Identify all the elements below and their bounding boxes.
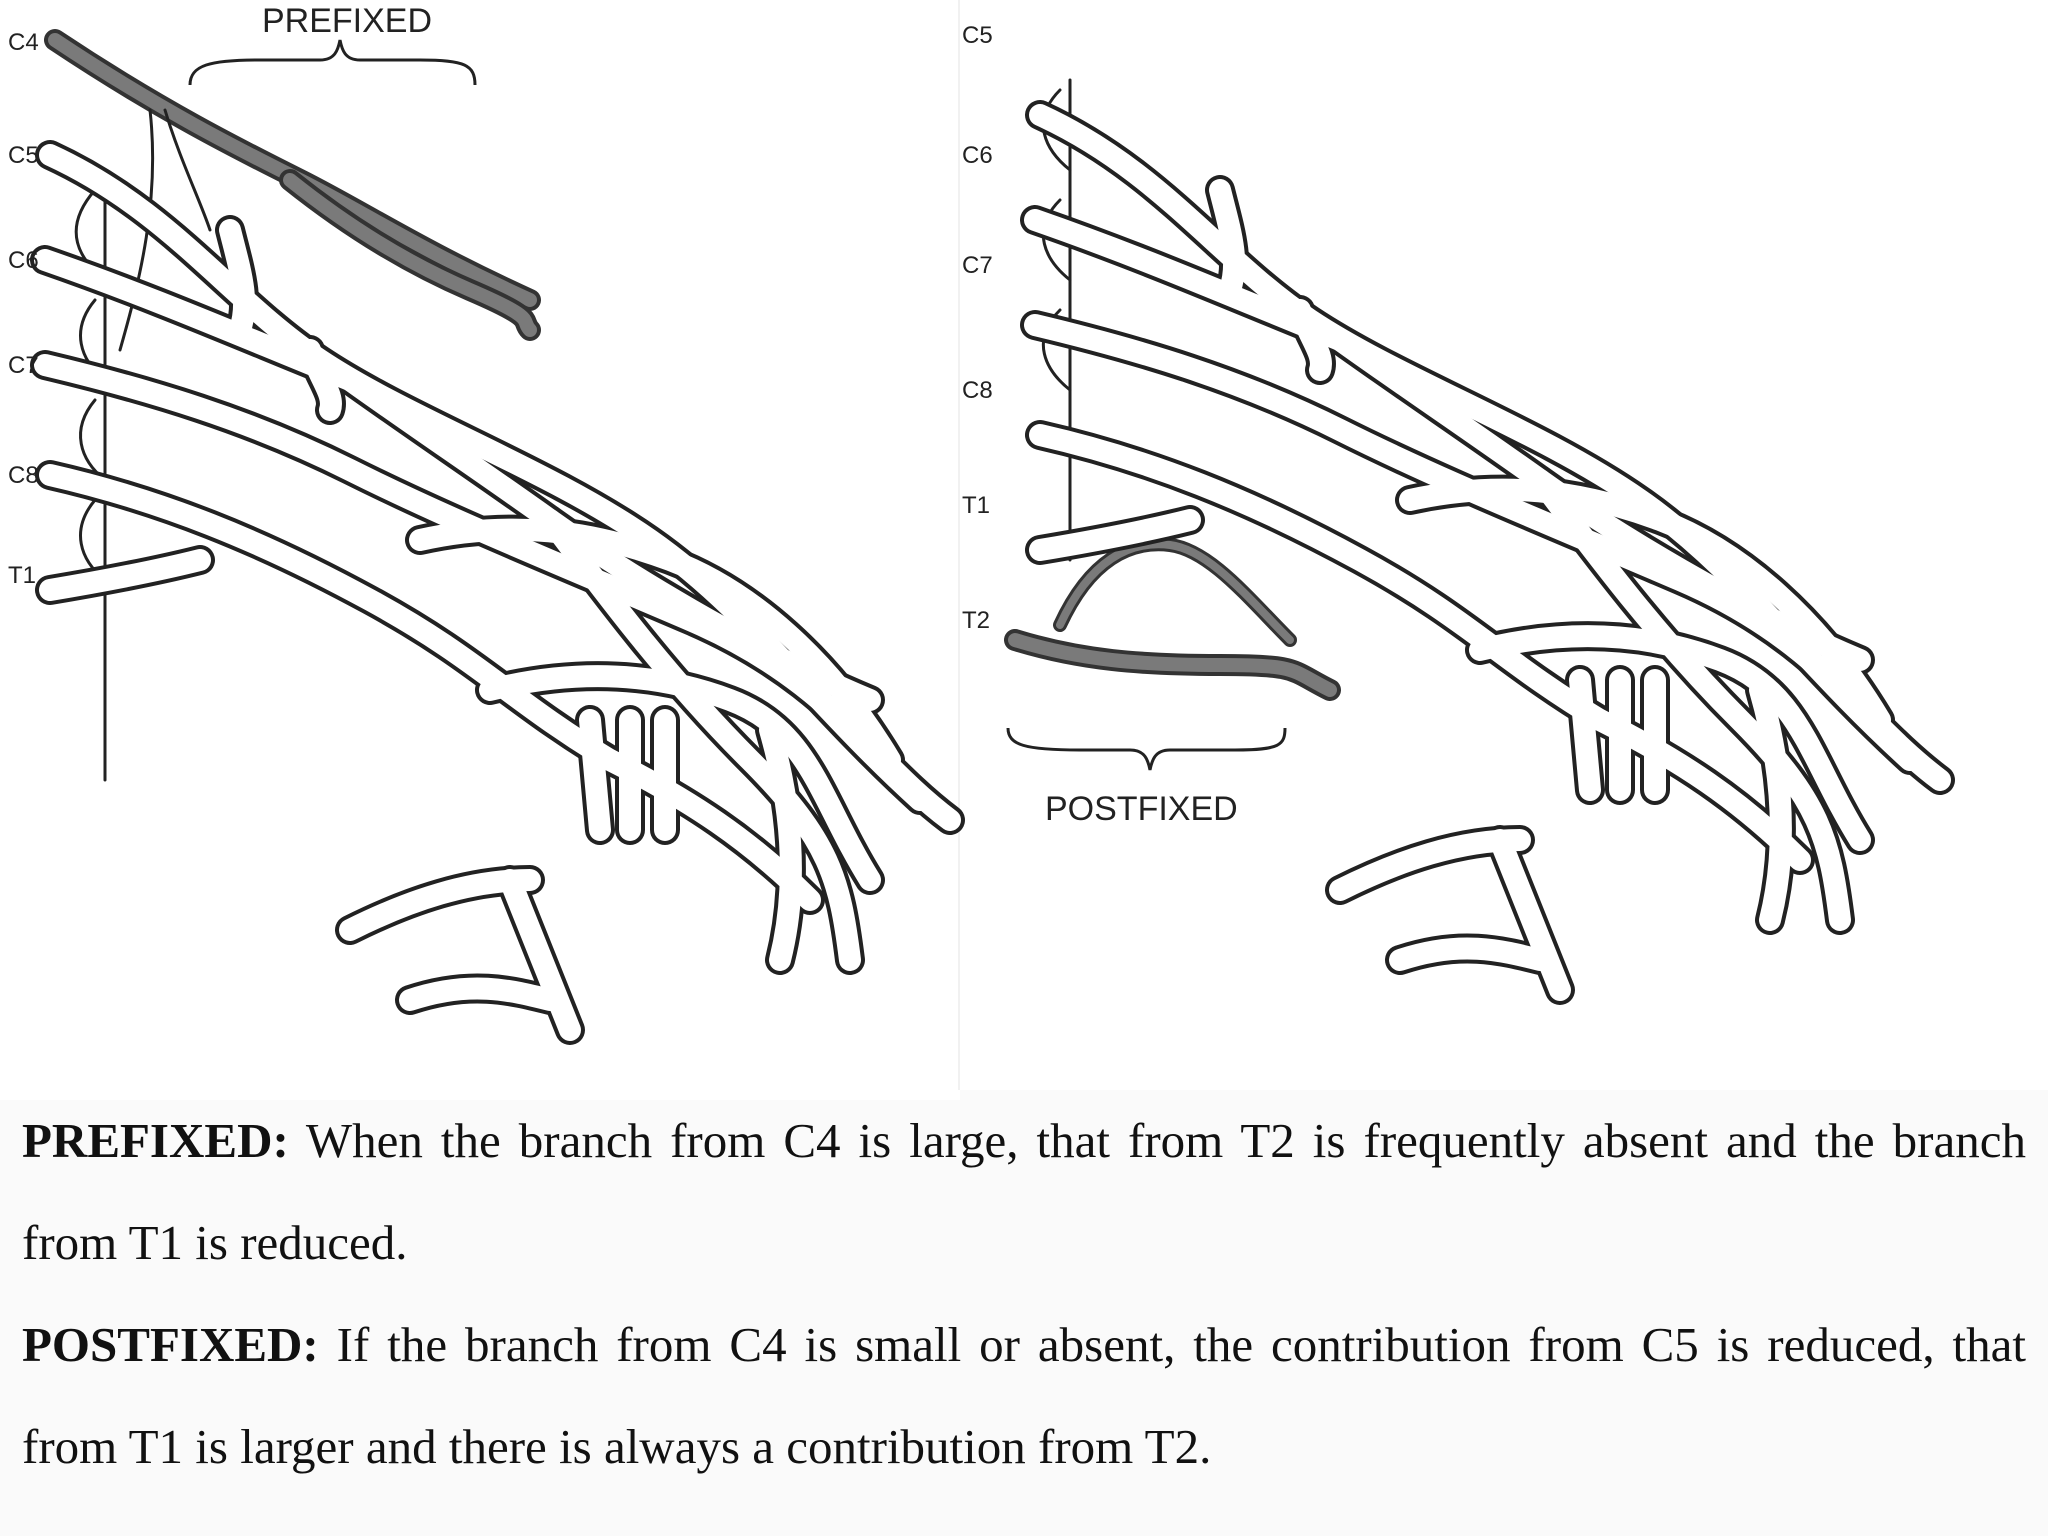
left-root-label-t1: T1 xyxy=(8,562,36,589)
panel-divider xyxy=(958,0,960,1090)
postfixed-caption: POSTFIXED: If the branch from C4 is smal… xyxy=(22,1294,2026,1498)
left-root-label-c6: C6 xyxy=(8,247,39,274)
postfixed-term: POSTFIXED: xyxy=(22,1317,319,1372)
right-root-label-c8: C8 xyxy=(962,377,993,404)
postfixed-bracket-label: POSTFIXED xyxy=(1045,790,1238,828)
figure-caption: PREFIXED: When the branch from C4 is lar… xyxy=(22,1090,2026,1498)
right-plexus-drawing xyxy=(1004,78,1940,990)
prefixed-term: PREFIXED: xyxy=(22,1113,289,1168)
right-root-label-c5: C5 xyxy=(962,22,993,49)
right-root-label-c6: C6 xyxy=(962,142,993,169)
right-root-label-t1: T1 xyxy=(962,492,990,519)
left-root-label-c7: C7 xyxy=(8,352,39,379)
right-root-label-t2: T2 xyxy=(962,607,990,634)
postfixed-description: If the branch from C4 is small or absent… xyxy=(22,1317,2026,1474)
left-panel-background xyxy=(0,0,960,1100)
prefixed-bracket xyxy=(188,39,477,86)
postfixed-bracket xyxy=(1006,727,1287,771)
left-root-label-c4: C4 xyxy=(8,29,39,56)
left-root-label-c8: C8 xyxy=(8,462,39,489)
left-root-label-c5: C5 xyxy=(8,142,39,169)
prefixed-bracket-label: PREFIXED xyxy=(262,2,432,40)
prefixed-description: When the branch from C4 is large, that f… xyxy=(22,1113,2026,1270)
brachial-plexus-figure: C4 C5 C6 C7 C8 T1 PREFIXED C5 C6 C7 C8 T… xyxy=(0,0,1955,1100)
left-plexus-drawing xyxy=(45,29,950,1030)
prefixed-caption: PREFIXED: When the branch from C4 is lar… xyxy=(22,1090,2026,1294)
right-root-label-c7: C7 xyxy=(962,252,993,279)
